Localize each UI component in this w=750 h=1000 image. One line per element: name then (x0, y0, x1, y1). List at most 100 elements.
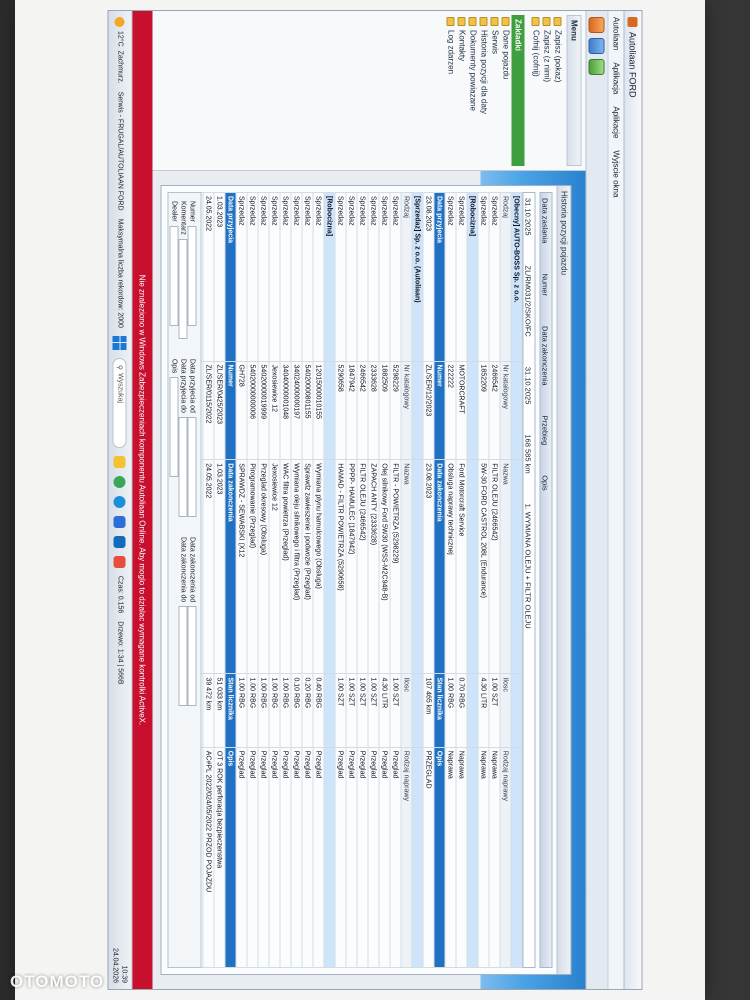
end-date-from-input[interactable] (187, 606, 197, 707)
description-input[interactable] (169, 377, 179, 478)
table-cell: FILTR - POWIETRZA (5298229) (390, 459, 401, 674)
outlook-icon[interactable] (114, 535, 126, 548)
table-cell: Przeglad (247, 747, 258, 968)
document-header-values: 31.10.2025 ZL/RM031/2/SKO/FC 31.10.2025 … (522, 192, 536, 968)
menu-wyjscie[interactable]: Wyjscie okna (611, 150, 621, 198)
table-cell: HAMAD - FILTR POWIETRZA (5290658) (335, 459, 346, 674)
table-cell: 51 033 km (214, 673, 225, 748)
edge-icon[interactable] (114, 495, 126, 508)
chrome-icon[interactable] (114, 475, 126, 488)
folder-icon (480, 17, 488, 26)
date-to-input[interactable] (178, 416, 188, 517)
menu-aplikacja[interactable]: Aplikacja (611, 62, 621, 95)
table-cell: Data przyjecia (225, 192, 236, 362)
table-cell: Ilosc (401, 673, 412, 748)
form-field: Data zakonczenia od (187, 537, 197, 707)
table-cell: 54020000801155 (302, 361, 313, 460)
monitor-bezel: Autoliaan FORD Autoliaan Aplikacja Aplik… (15, 0, 705, 1000)
table-cell: ZL/SER/0425/2023 (214, 361, 225, 460)
taskbar-search[interactable]: ⚲Wyszukaj (113, 357, 127, 448)
windows-start-icon[interactable] (113, 335, 127, 350)
table-cell: Rodzaj naprawy (500, 747, 511, 968)
date-from-input[interactable] (187, 416, 197, 517)
table-cell: Sprzedaz (280, 192, 291, 362)
taskbar-status: Drzewo: 1:34 | 566B (116, 621, 124, 685)
filter-form: Numer Komentarz Dealer Data przyjecia od… (167, 192, 202, 968)
table-cell: Przeglad (302, 747, 313, 968)
table-cell: Przeglad (258, 747, 269, 968)
table-cell (511, 361, 522, 460)
folder-icon (502, 17, 510, 26)
refresh-icon[interactable] (589, 38, 605, 54)
folder-icon (543, 17, 551, 26)
table-cell: 54020000019999 (258, 361, 269, 460)
table-cell: Przeglad okresowy (Obsluga) (258, 459, 269, 674)
folder-icon (469, 17, 477, 26)
system-clock[interactable]: 10:39 24.04.2026 (112, 947, 128, 983)
table-cell: 24.05.2022 (203, 192, 214, 362)
tree-item[interactable]: Dokumenty powiazane (468, 15, 479, 166)
left-panel-item[interactable]: Zapisz (z nimi) (542, 15, 553, 166)
table-cell: 1.03.2023 (214, 459, 225, 674)
table-cell: SPRAWDZ - SEWABSKI (X12 (236, 459, 247, 674)
tree-item[interactable]: Serwis (490, 15, 501, 166)
number-input[interactable] (187, 226, 197, 327)
activex-warning-banner[interactable]: Nie znaleziono w Windows Zabezpieczeniac… (132, 11, 153, 989)
weather-widget[interactable]: 12°C Zachmurz. (115, 17, 125, 84)
menu-aplikacje[interactable]: Aplikacje (611, 106, 621, 139)
dealer-input[interactable] (169, 225, 179, 326)
table-cell: Sprzedaz (445, 192, 456, 362)
teams-icon[interactable] (114, 555, 126, 568)
left-panel-item[interactable]: Zapisz (pokaz) (553, 15, 564, 166)
table-cell: Numer (225, 361, 236, 460)
tree-item[interactable]: Log zdarzen (446, 15, 457, 166)
store-icon[interactable] (114, 515, 126, 528)
table-cell: 0.10 RBG (291, 673, 302, 748)
table-cell: 34024000000197 (291, 361, 302, 460)
taskbar-app[interactable]: Serwis - FRUGAL/AUTOLIAAN FORD (116, 91, 124, 211)
tree-item[interactable]: Dane pojazdu (501, 15, 512, 166)
home-icon[interactable] (589, 17, 605, 33)
tree-item[interactable]: Kontakty (457, 15, 468, 166)
table-cell: Ilosc (500, 673, 511, 748)
comment-input[interactable] (178, 238, 188, 339)
print-icon[interactable] (589, 59, 605, 75)
table-cell: 1882509 (379, 361, 390, 460)
weather-icon (115, 17, 125, 27)
end-date-to-input[interactable] (178, 606, 188, 707)
table-cell (324, 459, 335, 674)
screen-capture: Autoliaan FORD Autoliaan Aplikacja Aplik… (107, 10, 643, 990)
tree-item[interactable]: Historia pozycji dla daty (479, 15, 490, 166)
table-cell: OT 3 ROK perforacja bezpieczenstwa (214, 747, 225, 968)
window-title: Autoliaan FORD (628, 32, 638, 98)
left-panel-section[interactable]: Zakladki (511, 15, 525, 166)
folder-icon (447, 17, 455, 26)
table-cell: PPPP- HAMULEC (1847942) (346, 459, 357, 674)
file-explorer-icon[interactable] (114, 455, 126, 468)
taskbar-app[interactable]: Maksymalna liczba rekordow: 2000 (116, 218, 124, 328)
folder-icon (458, 17, 466, 26)
menu-autoliaan[interactable]: Autoliaan (611, 17, 621, 51)
left-panel-item[interactable]: Cofnij (cofnij) (531, 15, 542, 166)
